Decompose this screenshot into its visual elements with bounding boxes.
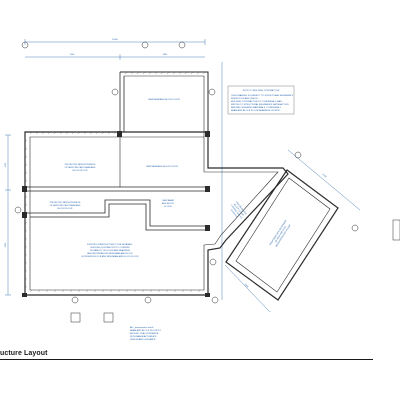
main-note-line: BUILDING CONTRACTOR TO CONFIRM ALL WALL — [231, 100, 283, 103]
section-marker-lower-right — [209, 258, 217, 266]
divider-horizontal — [25, 186, 208, 192]
room-label-center: NEW BEAM AND BLOCK FLOOR — [146, 165, 178, 168]
room-label-lower: BEFORE INSTALLING NEW BEAM AND BLOCK — [87, 252, 133, 255]
main-outline-outer — [24, 131, 289, 296]
section-marker-bottom-left — [71, 296, 79, 304]
pier-markers — [22, 131, 210, 297]
section-marker-bottom-right — [211, 296, 219, 304]
upper-block-left — [119, 72, 125, 132]
bottom-note-line: DESIGN AND GUIDANCE — [130, 338, 156, 341]
section-marker-top-right — [178, 41, 186, 49]
main-note-box — [227, 85, 295, 115]
room-label-lower: SUITABILITY OF FLOOR AND BEARINGS — [90, 249, 130, 252]
room-label-left-mid: BLOCK FLOOR — [58, 208, 73, 210]
section-marker-left — [14, 206, 22, 214]
main-note-line: INSPECTION AND CHECK. — [231, 97, 259, 100]
dim-rotated-top: 3350 — [244, 284, 249, 289]
room-label-center-small: FLOOR — [164, 206, 172, 208]
main-note-line: THIS DRAWING IS SUBJECT TO STRUCTURAL EN… — [231, 94, 294, 97]
wall-hatching — [24, 71, 206, 293]
room-label-left-top: OF NEW PRE-CAST BEAM AND — [65, 166, 96, 169]
dim-rotated-side: 6700 — [322, 174, 327, 179]
bottom-note-line: ALL ,pnzonimahe and lh — [130, 326, 154, 329]
upper-block-outer — [120, 71, 209, 137]
dim-left-upper: 4100 — [5, 162, 7, 167]
section-marker-upper-right — [208, 88, 216, 96]
section-marker-top-mid — [141, 41, 149, 49]
divider-notch — [25, 199, 208, 231]
main-note: NOTE TO BUILDING CONTRACTOR THIS DRAWING… — [227, 85, 295, 115]
bottom-note-line: BEAM AND BLOCK FLOOR TO — [130, 329, 161, 332]
side-box — [392, 219, 400, 241]
room-label-left-top: BLOCK FLOOR — [73, 170, 88, 172]
rotated-wing — [225, 169, 339, 301]
room-label-lower: BUILDING CONTRACTOR TO CONFIRM — [91, 246, 130, 249]
section-marker-right-wing — [294, 151, 302, 159]
pad-detail-left — [70, 312, 81, 323]
main-note-line: BEAM AND BLOCK FLOOR BEARINGS ON SITE. — [231, 109, 281, 112]
room-label-right-connector: BLOCK FLOOR — [233, 204, 244, 217]
main-note-heading: NOTE TO BUILDING CONTRACTOR — [243, 89, 280, 92]
bottom-note: ALL ,pnzonimahe and lh BEAM AND BLOCK FL… — [130, 326, 161, 341]
room-label-lower: EXISTING SUBSTRUCTURE TO BE RETAINED. — [87, 243, 133, 246]
dimension-lines — [5, 39, 361, 313]
section-marker-far-right — [351, 224, 359, 232]
bottom-note-line: WITH MANUFACTURER'S — [130, 335, 157, 338]
room-label-center-small: AND BLOCK — [162, 202, 175, 205]
room-labels: NEW BEAM AND BLOCK FLOOR PROJECTED NEW E… — [50, 98, 292, 258]
room-label-upper: NEW BEAM AND BLOCK FLOOR — [148, 98, 180, 101]
room-label-center-small: NEW BEAM — [162, 199, 174, 202]
building-walls — [24, 71, 289, 296]
pad-detail-right — [103, 312, 114, 323]
room-label-left-top: PROJECTED NEW EXTENSION — [65, 164, 96, 166]
section-markers — [14, 41, 400, 323]
dim-top-right: 4000 — [163, 54, 168, 56]
section-marker-bottom-mid — [144, 296, 152, 304]
room-label-lower: EXTENSION FLOOR AND NEW BEAM AND BLOCK F… — [82, 255, 139, 258]
bottom-note-line: BE BUILT IN ACCORDANCE — [130, 332, 159, 335]
main-note-line: BEFORE ORDERING MATERIALS. CONFIRM ALL — [231, 106, 282, 109]
rotated-wing-inner — [235, 177, 331, 293]
main-note-line: WIDTHS TO STRUCTURAL ENGINEER'S SATISFAC… — [231, 103, 289, 106]
section-marker-top-left — [21, 41, 29, 49]
room-label-left-mid: OF NEW PRE-CAST BEAM AND — [50, 204, 81, 207]
dim-left-lower: 5450 — [5, 242, 7, 247]
sheet-title: ucture Layout — [0, 350, 48, 357]
section-marker-upper-left — [111, 88, 119, 96]
room-label-right-connector: EXISTING — [230, 209, 238, 218]
dim-top-overall: 11000 — [112, 39, 118, 41]
upper-block-inner — [124, 75, 205, 137]
main-outline-inner — [29, 136, 279, 291]
dim-top-left: 7000 — [70, 54, 75, 56]
room-label-left-mid: PROJECTED NEW EXTENSION — [50, 202, 81, 204]
rotated-wing-outer — [225, 169, 339, 301]
title-underline — [0, 359, 373, 360]
